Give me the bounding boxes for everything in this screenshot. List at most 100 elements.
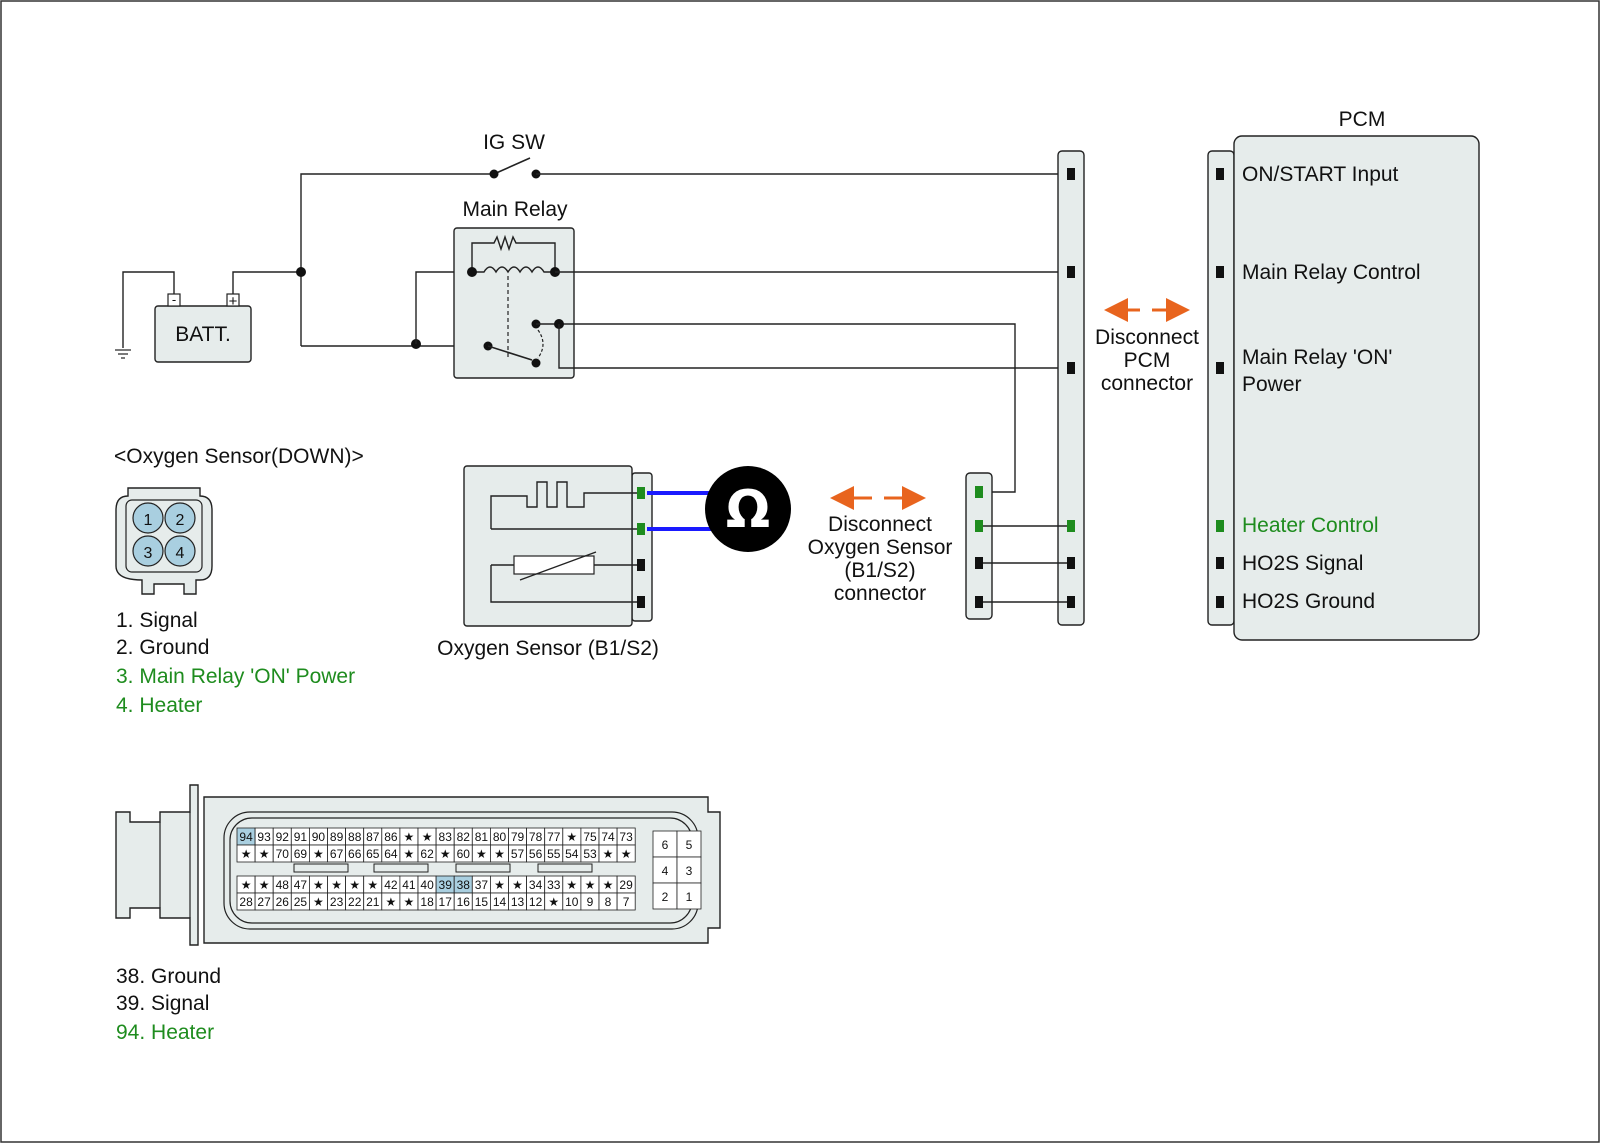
pcm-pin-number: 47: [294, 878, 308, 892]
pcm-pin-number: 37: [475, 878, 489, 892]
ohmmeter-icon: [705, 466, 791, 552]
pcm-pin-ho2s-signal: HO2S Signal: [1242, 552, 1363, 575]
pcm-pin-number: 91: [294, 830, 308, 844]
pcm-pin-number: 88: [348, 830, 362, 844]
pcm-pin-number: ★: [621, 847, 632, 861]
pcm-pin-number: 16: [457, 895, 471, 909]
pcm-pin-number: 89: [330, 830, 344, 844]
o2-legend-item-2: 2. Ground: [116, 636, 209, 659]
pcm-small-pin-cell: [676, 856, 702, 884]
pcm-pin-number: 70: [276, 847, 290, 861]
ig-switch-label: IG SW: [483, 131, 545, 154]
pcm-pin-number: ★: [548, 895, 559, 909]
pcm-small-pin-number: 6: [662, 838, 669, 852]
main-relay: [453, 227, 575, 379]
disconnect-o2-line4: connector: [834, 582, 926, 605]
pcm-pin-number: ★: [494, 878, 505, 892]
o2-legend-item-1: 1. Signal: [116, 609, 198, 632]
pcm-pin-number: 87: [366, 830, 380, 844]
pcm-pin-number: 25: [294, 895, 308, 909]
pcm-pin-number: 22: [348, 895, 362, 909]
pcm-pin-number: 56: [529, 847, 543, 861]
pcm-pin-number: ★: [404, 830, 415, 844]
disconnect-o2-line2: Oxygen Sensor: [808, 536, 953, 559]
pcm-pin-number: 26: [276, 895, 290, 909]
pcm-small-pin-number: 2: [662, 890, 669, 904]
pcm-pin-number: 82: [457, 830, 471, 844]
pcm-small-pin-number: 1: [686, 890, 693, 904]
pcm-pin-number: 53: [583, 847, 597, 861]
ohm-symbol: Ω: [726, 480, 770, 540]
pcm-connector-key-tab: [293, 863, 349, 873]
pcm-small-pin-cell: [652, 882, 678, 910]
disconnect-pcm-line3: connector: [1101, 372, 1193, 395]
pcm-harness-connector: [1057, 150, 1085, 626]
ig-switch-blade: [493, 157, 531, 175]
ig-switch-terminal: [489, 169, 499, 179]
pcm-pin-main-relay-on-power: Main Relay 'ON': [1242, 346, 1392, 369]
pcm-connector-pins: [1216, 168, 1224, 608]
pcm-pin-number: 40: [420, 878, 434, 892]
o2-pin-2: 2: [176, 512, 185, 529]
pcm-pin-number: 75: [583, 830, 597, 844]
pcm-pin-number: 74: [601, 830, 615, 844]
pcm-pin-number: 38: [457, 878, 471, 892]
o2-pin-4: 4: [176, 545, 185, 562]
o2-legend-item-4: 4. Heater: [116, 694, 202, 717]
pcm-pin-number: ★: [440, 847, 451, 861]
pcm-pin-number: 66: [348, 847, 362, 861]
pcm-pin-number: 79: [511, 830, 525, 844]
o2-legend-item-3: 3. Main Relay 'ON' Power: [116, 665, 355, 688]
pcm-pin-number: 60: [457, 847, 471, 861]
o2-pin-1: 1: [144, 512, 153, 529]
pcm-pin-number: ★: [259, 847, 270, 861]
pcm-pin-number: ★: [603, 878, 614, 892]
pcm-pin-number: 90: [312, 830, 326, 844]
pcm-pin-number: 42: [384, 878, 398, 892]
disconnect-o2-line3: (B1/S2): [844, 559, 915, 582]
pcm-pin-number: 92: [276, 830, 290, 844]
ig-feed-wire: [300, 173, 494, 346]
pcm-pin-number: 39: [439, 878, 453, 892]
pcm-pin-on-start-input: ON/START Input: [1242, 163, 1399, 186]
pcm-pin-number: 57: [511, 847, 525, 861]
pcm-pin-number: 55: [547, 847, 561, 861]
pcm-pin-heater-control: Heater Control: [1242, 514, 1379, 537]
o2-sensor-down-title: <Oxygen Sensor(DOWN)>: [114, 445, 364, 468]
ground-wire: [122, 271, 175, 348]
pcm-pin-number: 34: [529, 878, 543, 892]
pcm-pin-number: 21: [366, 895, 380, 909]
pcm-pin-number: ★: [422, 830, 433, 844]
pcm-pin-number: 80: [493, 830, 507, 844]
pcm-pin-main-relay-control: Main Relay Control: [1242, 261, 1421, 284]
pcm-pin-number: ★: [566, 878, 577, 892]
pcm-pin-number: 69: [294, 847, 308, 861]
pcm-pin-number: ★: [404, 847, 415, 861]
pcm-pin-cell: [616, 892, 636, 911]
pcm-pin-number: 62: [420, 847, 434, 861]
main-relay-on-power-wire-to-sensor: [536, 323, 1016, 493]
pcm-pin-number: 27: [257, 895, 271, 909]
battery-minus-label: -: [172, 292, 176, 307]
pcm-pin-number: 93: [257, 830, 271, 844]
pcm-small-pin-cell: [676, 830, 702, 858]
pcm-connector-key-tab: [455, 863, 511, 873]
pcm-pin-number: ★: [585, 878, 596, 892]
pcm-connector-key-tab: [537, 863, 593, 873]
pcm-pin-number: 15: [475, 895, 489, 909]
disconnect-pcm-line2: PCM: [1124, 349, 1171, 372]
pcm-pin-number: 33: [547, 878, 561, 892]
pcm-pin-number: ★: [259, 878, 270, 892]
pcm-pin-number: ★: [241, 878, 252, 892]
battery-plus-label: +: [229, 293, 238, 310]
disconnect-o2-line1: Disconnect: [828, 513, 932, 536]
pcm-pin-number: ★: [404, 895, 415, 909]
pcm-pin-number: ★: [313, 847, 324, 861]
pcm-pin-number: 12: [529, 895, 543, 909]
oxygen-sensor-b1s2-label: Oxygen Sensor (B1/S2): [437, 637, 659, 660]
pcm-pin-number: 54: [565, 847, 579, 861]
o2-pin-3: 3: [144, 545, 153, 562]
pcm-pin-cell: [616, 844, 636, 863]
pcm-harness-connector-pins: [1067, 168, 1075, 608]
